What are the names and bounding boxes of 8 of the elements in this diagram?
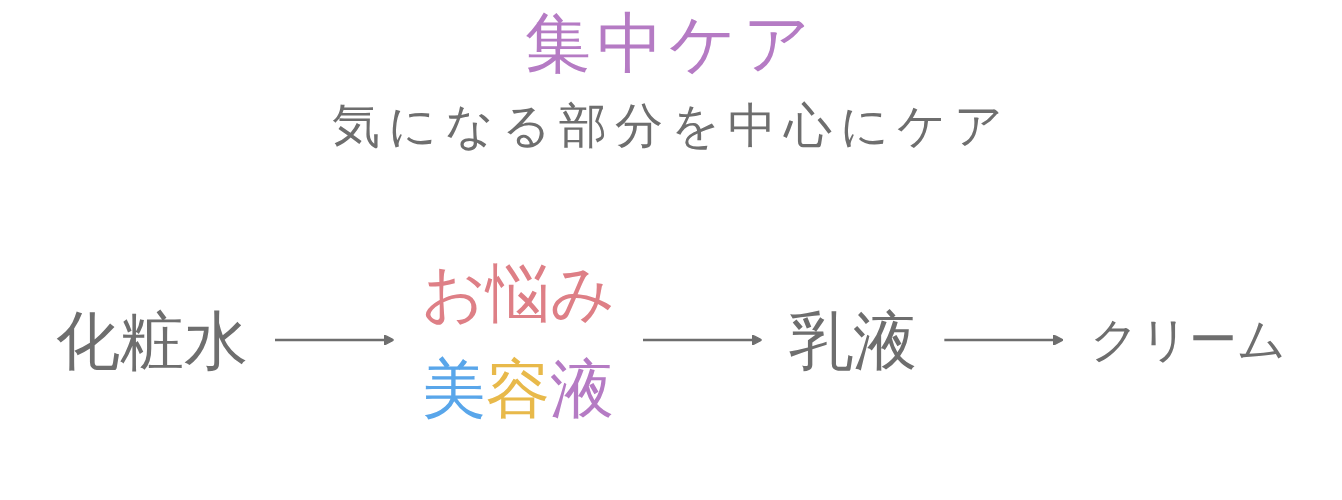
node-text: クリーム — [1090, 312, 1287, 367]
title: 集中ケア — [525, 4, 817, 84]
node-text: 乳液 — [789, 302, 917, 378]
node-text: お悩み 美容液 — [421, 254, 616, 426]
subtitle: 気になる部分を中心にケア — [331, 96, 1011, 155]
arrow — [642, 334, 763, 346]
arrow — [274, 334, 395, 346]
node-text: 化粧水 — [55, 302, 248, 378]
